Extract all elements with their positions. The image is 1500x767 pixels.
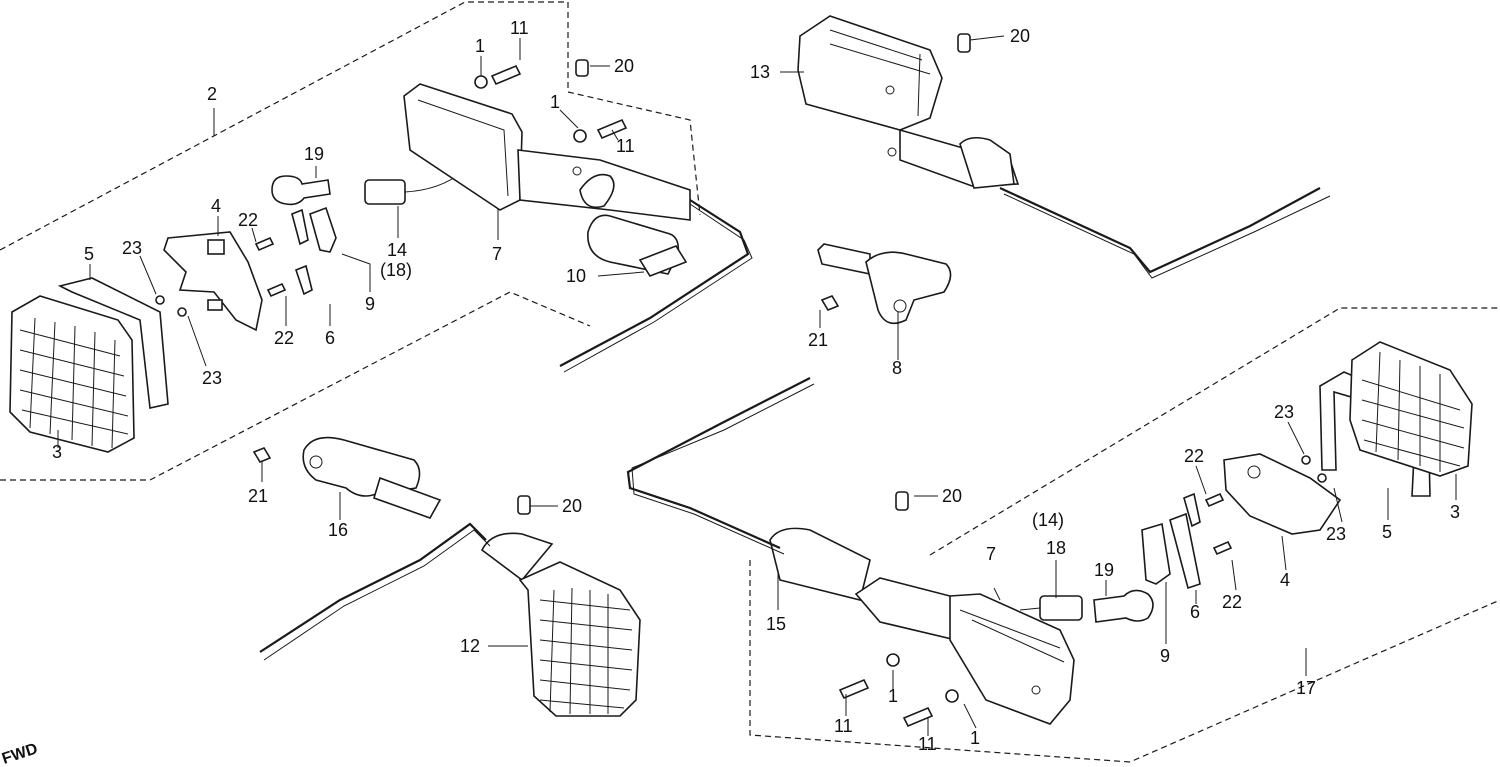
- wire-rear-right: [626, 377, 815, 555]
- fasteners-rear-right-bottom: [838, 653, 959, 728]
- callout-7-bottom: 7: [986, 544, 996, 564]
- callout-3-bottom: 3: [1450, 502, 1460, 522]
- socket-contacts-front-left: [291, 206, 337, 296]
- callout-20-bottom-b: 20: [942, 486, 962, 506]
- screws-front-left: [155, 236, 287, 317]
- callout-11-bottom-b: 11: [918, 734, 937, 754]
- bolt-21-bottom-left: [252, 447, 272, 463]
- callout-8: 8: [892, 358, 902, 378]
- fwd-label: FWD: [0, 740, 40, 767]
- bolt-20-bottom-left: [517, 495, 531, 515]
- callout-21-mid: 21: [808, 330, 828, 350]
- group-boundary-front-left: [0, 1, 701, 481]
- callout-20-bottom-a: 20: [562, 496, 582, 516]
- callout-20-top-a: 20: [614, 56, 634, 76]
- callout-21-bottom: 21: [248, 486, 268, 506]
- callout-9-bottom: 9: [1160, 646, 1170, 666]
- callout-23-bottom-a: 23: [1274, 402, 1294, 422]
- mounting-bracket-16: [302, 436, 442, 519]
- forward-direction-marker: FWD: [0, 740, 40, 767]
- callout-23-top-a: 23: [122, 238, 142, 258]
- callout-15: 15: [766, 614, 786, 634]
- callout-1-top-a: 1: [475, 36, 485, 56]
- callout-11-top-b: 11: [616, 136, 635, 156]
- bulb-front-left: [271, 175, 331, 206]
- lens-rear-right: [1349, 341, 1473, 477]
- callout-22-top-b: 22: [274, 328, 294, 348]
- callout-6-top: 6: [325, 328, 335, 348]
- callout-1-bottom-b: 1: [970, 728, 980, 748]
- lens-front-left: [9, 295, 135, 453]
- callout-5-bottom: 5: [1382, 522, 1392, 542]
- callout-11-bottom-a: 11: [834, 716, 853, 736]
- gasket-front-left: [57, 277, 169, 409]
- bulb-rear-right: [1093, 589, 1154, 623]
- mounting-bracket-8: [817, 243, 952, 325]
- wire-front-left: [559, 199, 753, 373]
- group-boundary-rear-right: [749, 307, 1500, 763]
- housing-rear-right: [769, 527, 1075, 725]
- socket-harness-rear-right: [1019, 595, 1083, 621]
- indicator-rear-left: [797, 15, 1020, 189]
- leader-lines: [57, 35, 1457, 736]
- callout-17: 17: [1296, 678, 1316, 698]
- callout-2: 2: [207, 84, 217, 104]
- wire-front-right: [259, 522, 491, 661]
- callout-14-bottom: (14): [1032, 510, 1064, 530]
- fasteners-front-left-top: [474, 59, 628, 143]
- screws-rear-right: [1204, 455, 1327, 556]
- callout-3-top: 3: [52, 442, 62, 462]
- callout-5-top: 5: [84, 244, 94, 264]
- callout-4-bottom: 4: [1280, 570, 1290, 590]
- callout-20-top-b: 20: [1010, 26, 1030, 46]
- callout-1-top-b: 1: [550, 92, 560, 112]
- callout-13: 13: [750, 62, 770, 82]
- indicator-front-right: [480, 532, 641, 717]
- reflector-plate-rear-right: [1223, 453, 1342, 535]
- callout-9-top: 9: [365, 294, 375, 314]
- callout-10: 10: [566, 266, 586, 286]
- callout-11-top-a: 11: [510, 18, 529, 38]
- socket-contacts-rear-right: [1141, 492, 1201, 590]
- callout-7-top: 7: [492, 244, 502, 264]
- callout-22-top-a: 22: [238, 210, 258, 230]
- callout-23-top-b: 23: [202, 368, 222, 388]
- callout-labels: 1 11 20 1 11 2 19 4 22 23 5 14 (18) 7 9 …: [52, 18, 1460, 754]
- callout-12: 12: [460, 636, 480, 656]
- reflector-plate-front-left: [163, 231, 263, 332]
- callout-1-bottom-a: 1: [888, 686, 898, 706]
- callout-19-top: 19: [304, 144, 324, 164]
- callout-16: 16: [328, 520, 348, 540]
- bolt-20-top-right: [957, 33, 971, 53]
- wire-rear-left: [999, 187, 1331, 279]
- callout-18-top: (18): [380, 260, 412, 280]
- callout-22-bottom-b: 22: [1222, 592, 1242, 612]
- callout-19-bottom: 19: [1094, 560, 1114, 580]
- housing-front-left: [403, 83, 691, 221]
- callout-6-bottom: 6: [1190, 602, 1200, 622]
- callout-4-top: 4: [211, 196, 221, 216]
- bracket-front-left: [587, 214, 688, 277]
- callout-18-bottom: 18: [1046, 538, 1066, 558]
- callout-22-bottom-a: 22: [1184, 446, 1204, 466]
- callout-14-top: 14: [387, 240, 407, 260]
- bolt-20-bottom-right: [895, 491, 909, 511]
- socket-harness-front-left: [364, 171, 463, 205]
- callout-23-bottom-b: 23: [1326, 524, 1346, 544]
